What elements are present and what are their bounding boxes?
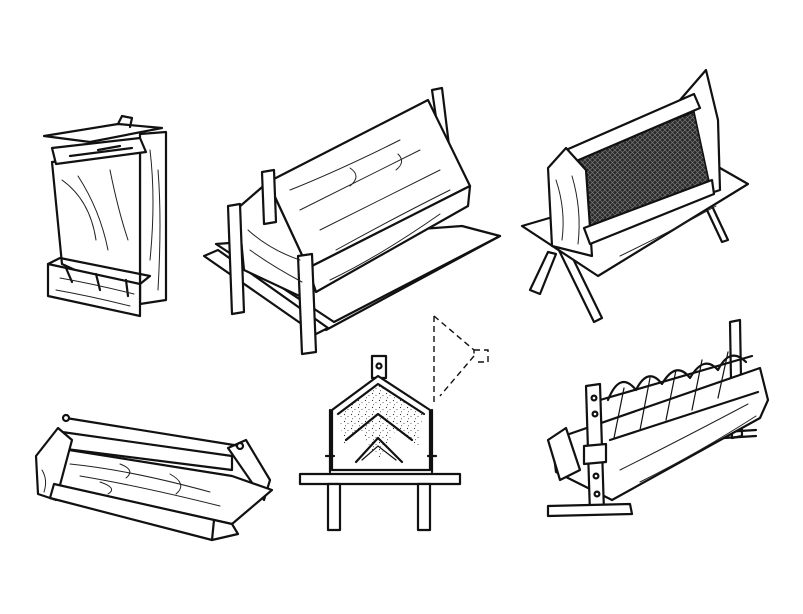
open-trough-feeder-icon	[34, 413, 274, 542]
feeder-cross-section-icon	[298, 315, 489, 532]
covered-trough-feeder-icon	[202, 86, 502, 356]
hanging-box-feeder-icon	[42, 114, 168, 318]
mesh-screen-feeder-icon	[520, 68, 750, 324]
wire-rack-feeder-icon	[546, 318, 770, 518]
